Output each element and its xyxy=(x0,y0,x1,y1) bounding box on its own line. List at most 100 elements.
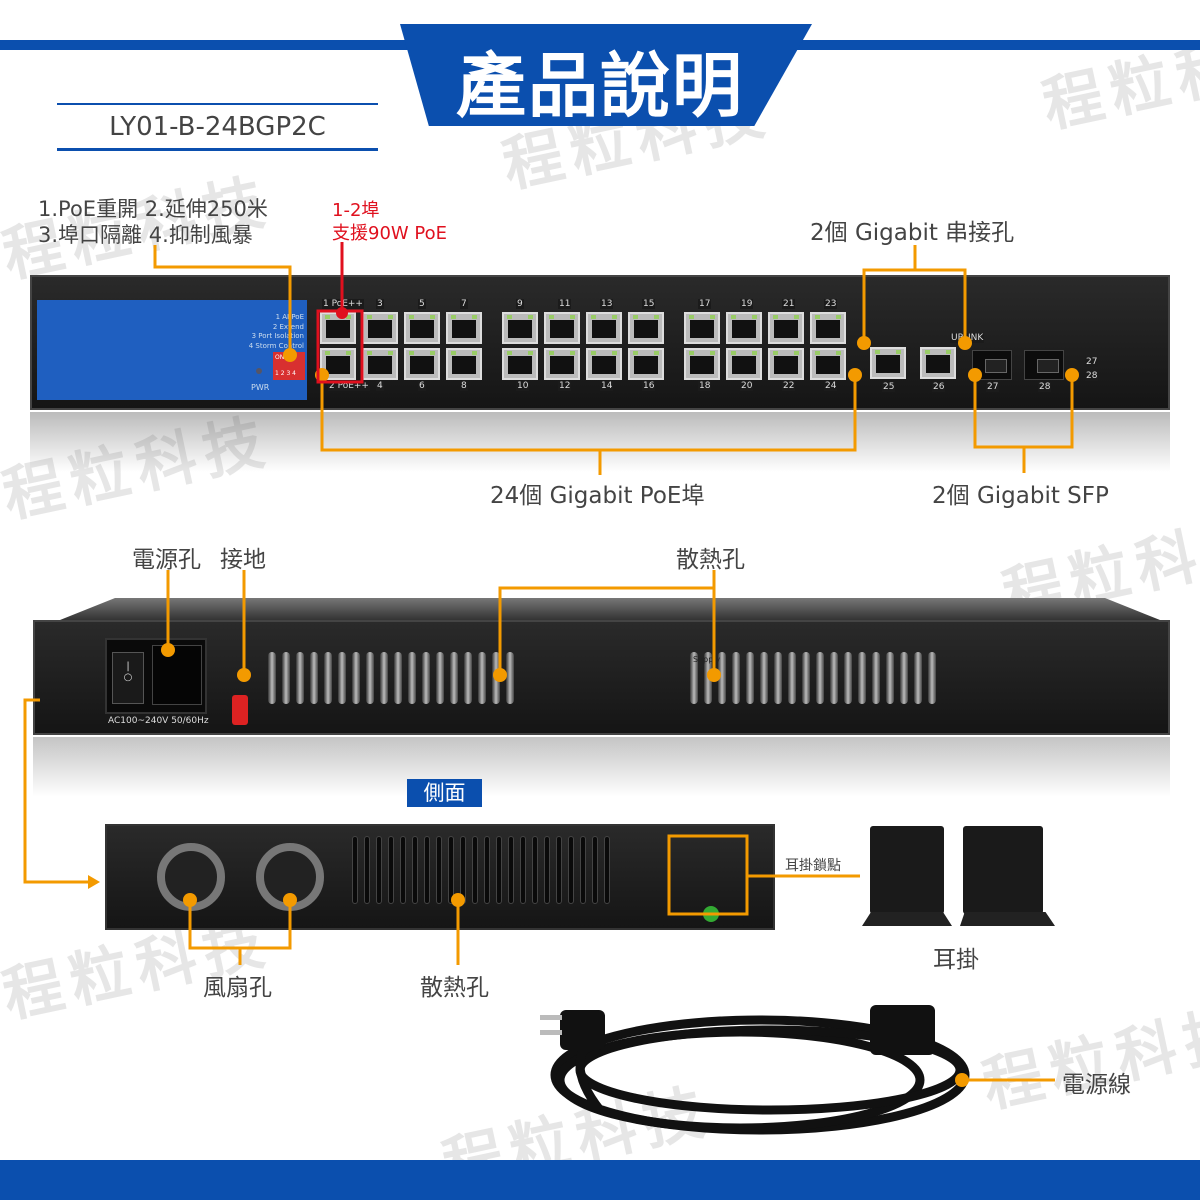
rj45-port xyxy=(810,348,846,380)
back-vent-slot xyxy=(900,652,908,704)
dip-numbers: 1 2 3 4 xyxy=(275,370,296,377)
port-number-bottom: 8 xyxy=(460,381,468,391)
port-number-bottom: 22 xyxy=(782,381,796,391)
port-number-bottom: 2 PoE++ xyxy=(328,381,370,391)
port-number-bottom: 12 xyxy=(558,381,572,391)
rj45-port xyxy=(544,348,580,380)
port-number-top: 11 xyxy=(558,299,572,309)
rj45-port xyxy=(320,348,356,380)
back-vent-slot xyxy=(338,652,346,704)
ear-mount-callout: 耳掛鎖點 xyxy=(785,858,841,874)
side-vent-slot xyxy=(556,836,562,904)
side-vent-slot xyxy=(376,836,382,904)
uplink-callout: 2個 Gigabit 串接孔 xyxy=(810,220,1015,246)
watermark: 程粒科技 xyxy=(976,996,1200,1122)
poe90-line-2: 支援90W PoE xyxy=(332,223,448,244)
back-vent-slot xyxy=(718,652,726,704)
sfp-port-number: 28 xyxy=(1038,382,1052,392)
side-vent-slot xyxy=(520,836,526,904)
back-vent-slot xyxy=(844,652,852,704)
back-vent-slot xyxy=(914,652,922,704)
back-vent-slot xyxy=(352,652,360,704)
rj45-port xyxy=(726,348,762,380)
back-vent-slot xyxy=(436,652,444,704)
side-vent-slot xyxy=(544,836,550,904)
dip-on-label: ON xyxy=(275,354,285,361)
rj45-port xyxy=(362,348,398,380)
back-vent-slot xyxy=(492,652,500,704)
side-vent-slot xyxy=(484,836,490,904)
features-line-1: 1.PoE重開 2.延伸250米 xyxy=(38,197,268,221)
back-vent-slot xyxy=(310,652,318,704)
uplink-port-number: 26 xyxy=(932,382,946,392)
rj45-port xyxy=(502,348,538,380)
port-number-top: 21 xyxy=(782,299,796,309)
power-switch[interactable]: |○ xyxy=(112,652,144,704)
back-vent-slot xyxy=(858,652,866,704)
fan-2 xyxy=(256,843,324,911)
side-vent-slot xyxy=(460,836,466,904)
uplink-label: UPLINK xyxy=(950,333,985,343)
back-vent-slot xyxy=(746,652,754,704)
uplink-rj45-port xyxy=(870,347,906,379)
sfp-port-number: 27 xyxy=(986,382,1000,392)
fan-1 xyxy=(157,843,225,911)
ground-terminal xyxy=(232,695,248,725)
side-vent-slot xyxy=(424,836,430,904)
back-vent-slot xyxy=(830,652,838,704)
side-vent-slot xyxy=(448,836,454,904)
port-number-bottom: 18 xyxy=(698,381,712,391)
back-vent-slot xyxy=(506,652,514,704)
footer-bar xyxy=(0,1160,1200,1200)
side-vent-slot xyxy=(436,836,442,904)
port-number-top: 3 xyxy=(376,299,384,309)
rj45-port xyxy=(446,312,482,344)
port-number-top: 5 xyxy=(418,299,426,309)
model-line-top xyxy=(57,103,378,105)
back-vent-slot xyxy=(928,652,936,704)
rj45-port xyxy=(362,312,398,344)
side-vent-slot xyxy=(412,836,418,904)
side-vent-slot xyxy=(472,836,478,904)
port-number-top: 13 xyxy=(600,299,614,309)
side-vent-callout: 散熱孔 xyxy=(420,975,489,1001)
port-number-top: 23 xyxy=(824,299,838,309)
power-callout: 電源孔 xyxy=(132,547,201,573)
rj45-port xyxy=(684,312,720,344)
rj45-port xyxy=(502,312,538,344)
sfp-port xyxy=(972,350,1012,380)
back-vent-slot xyxy=(872,652,880,704)
port-number-bottom: 24 xyxy=(824,381,838,391)
side-vent-slot xyxy=(400,836,406,904)
rj45-port xyxy=(446,348,482,380)
rj45-port xyxy=(404,312,440,344)
uplink-port-number: 25 xyxy=(882,382,896,392)
watermark: 程粒科技 xyxy=(1036,16,1200,142)
back-vent-slot xyxy=(296,652,304,704)
model-line-bottom xyxy=(57,148,378,151)
sfp-led-27: 27 xyxy=(1085,357,1099,367)
title-banner xyxy=(400,24,812,126)
dip-label-3: 3 Port Isolation xyxy=(251,332,304,340)
back-vent-callout: 散熱孔 xyxy=(676,547,745,573)
back-vent-slot xyxy=(394,652,402,704)
rj45-port xyxy=(628,348,664,380)
dip-label-1: 1 AI PoE xyxy=(275,313,304,321)
back-vent-slot xyxy=(282,652,290,704)
side-vent-slot xyxy=(532,836,538,904)
back-vent-slot xyxy=(690,652,698,704)
rj45-port xyxy=(320,312,356,344)
rj45-port xyxy=(768,312,804,344)
sfp-led-28: 28 xyxy=(1085,371,1099,381)
back-vent-slot xyxy=(886,652,894,704)
side-vent-slot xyxy=(508,836,514,904)
supply-label: Supply xyxy=(693,655,721,664)
port-number-top: 1 PoE++ xyxy=(322,299,364,309)
dip-switch[interactable]: ON 1 2 3 4 xyxy=(273,352,305,380)
back-vent-slot xyxy=(366,652,374,704)
back-vent-slot xyxy=(408,652,416,704)
page-title: 產品說明 xyxy=(456,45,744,127)
rj45-port xyxy=(628,312,664,344)
cord-callout: 電源線 xyxy=(1062,1072,1131,1098)
port-number-top: 15 xyxy=(642,299,656,309)
